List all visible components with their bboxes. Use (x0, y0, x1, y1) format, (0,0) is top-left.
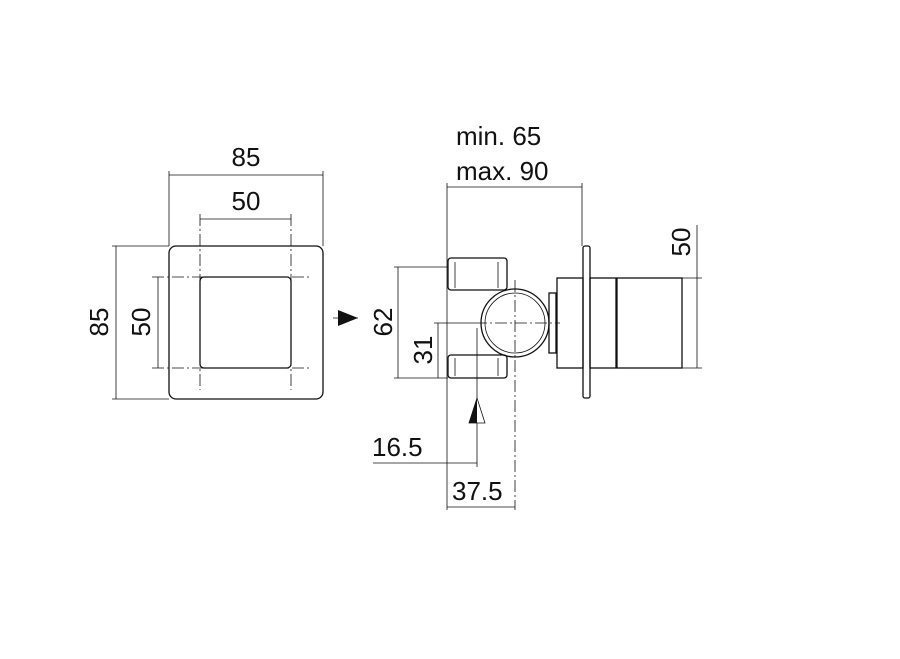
side-view: min. 65 max. 90 50 62 31 16.5 (368, 121, 702, 510)
dimension-62: 62 (368, 266, 448, 379)
dimension-handle-50: 50 (666, 225, 702, 369)
svg-text:50: 50 (666, 228, 696, 257)
dimension-31: 31 (408, 322, 475, 378)
dimension-16-5: 16.5 (372, 432, 477, 464)
dimension-width-85: 85 (168, 142, 324, 246)
dimension-height-85: 85 (84, 245, 169, 400)
front-view: 85 50 85 50 (84, 142, 358, 400)
dimension-37-5: 37.5 (447, 476, 515, 508)
svg-text:max. 90: max. 90 (456, 156, 549, 186)
flange (582, 245, 591, 399)
svg-text:min. 65: min. 65 (456, 121, 541, 151)
svg-text:85: 85 (232, 142, 261, 172)
view-arrow-up (468, 328, 486, 467)
svg-text:37.5: 37.5 (452, 476, 503, 506)
dimension-depth: min. 65 max. 90 (446, 121, 583, 510)
handle-outline (199, 276, 292, 369)
view-arrow-right (333, 310, 358, 326)
svg-text:31: 31 (408, 336, 438, 365)
svg-text:16.5: 16.5 (372, 432, 423, 462)
svg-text:62: 62 (368, 308, 398, 337)
dimension-inner-width-50: 50 (200, 186, 291, 220)
dimension-inner-height-50: 50 (126, 277, 159, 368)
svg-text:50: 50 (126, 308, 156, 337)
handle (616, 277, 683, 369)
svg-text:50: 50 (232, 186, 261, 216)
valve-body (447, 245, 683, 510)
svg-text:85: 85 (84, 308, 114, 337)
cover-plate-outline (168, 245, 324, 400)
